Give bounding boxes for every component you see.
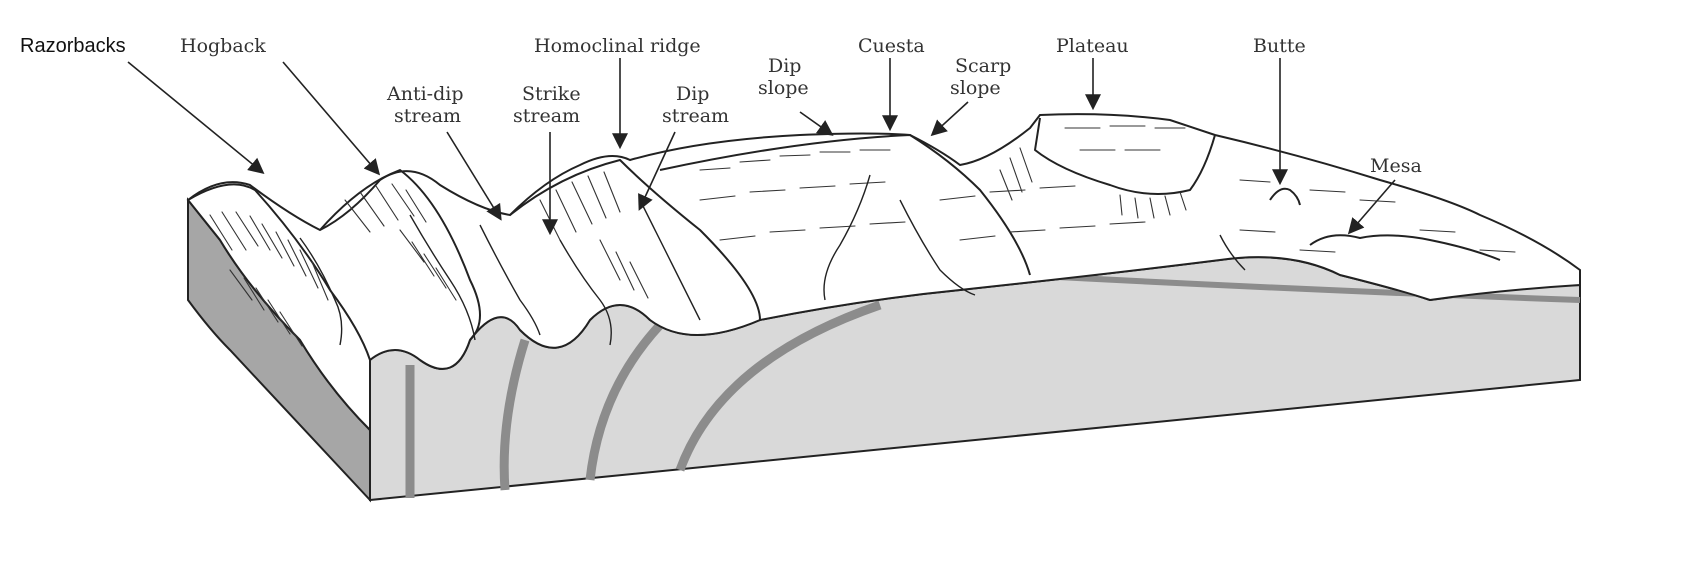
plateau-rim [1034, 117, 1216, 195]
label-butte: Butte [1253, 35, 1306, 57]
label-scarp-slope-line1: Scarp [955, 55, 1011, 77]
slope-hatching [209, 125, 1516, 347]
mesa-outline [1309, 234, 1501, 261]
label-plateau: Plateau [1056, 35, 1129, 57]
homoclinal-ridge-crest [509, 159, 761, 321]
label-dip-slope-line1: Dip [768, 55, 801, 77]
razorback-crest [319, 169, 481, 341]
butte-outline [1269, 187, 1301, 206]
label-dip-slope-line2: slope [758, 77, 809, 99]
label-dip-stream-line2: stream [662, 105, 729, 127]
arrow-anti-dip-stream [446, 131, 502, 221]
arrow-hogback [282, 61, 381, 176]
label-arrows [127, 58, 1396, 236]
label-strike-line1: Strike [522, 83, 581, 105]
label-anti-dip-line1: Anti-dip [386, 83, 464, 105]
arrow-razorbacks [127, 61, 265, 175]
arrow-scarp-slope [930, 101, 969, 137]
label-strike-line2: stream [513, 105, 580, 127]
cuesta-crest [659, 134, 1031, 276]
stream-network [299, 174, 1246, 346]
stratum-band-4 [675, 300, 882, 472]
label-anti-dip-line2: stream [394, 105, 461, 127]
label-mesa: Mesa [1370, 155, 1422, 177]
arrow-mesa [1347, 179, 1396, 235]
stratum-band-2 [499, 338, 530, 491]
stratum-band-3 [585, 321, 664, 481]
label-dip-stream-line1: Dip [676, 83, 709, 105]
landscape-surface [186, 113, 1581, 433]
hogback-crest [187, 183, 371, 361]
label-cuesta: Cuesta [858, 35, 925, 57]
label-homoclinal-ridge: Homoclinal ridge [534, 35, 701, 57]
arrow-dip-stream [638, 131, 676, 211]
label-razorbacks: Razorbacks [20, 35, 126, 57]
stratum-band-5 [1019, 272, 1581, 303]
arrow-dip-slope [799, 111, 834, 136]
label-hogback: Hogback [180, 35, 266, 57]
label-scarp-slope-line2: slope [950, 77, 1001, 99]
